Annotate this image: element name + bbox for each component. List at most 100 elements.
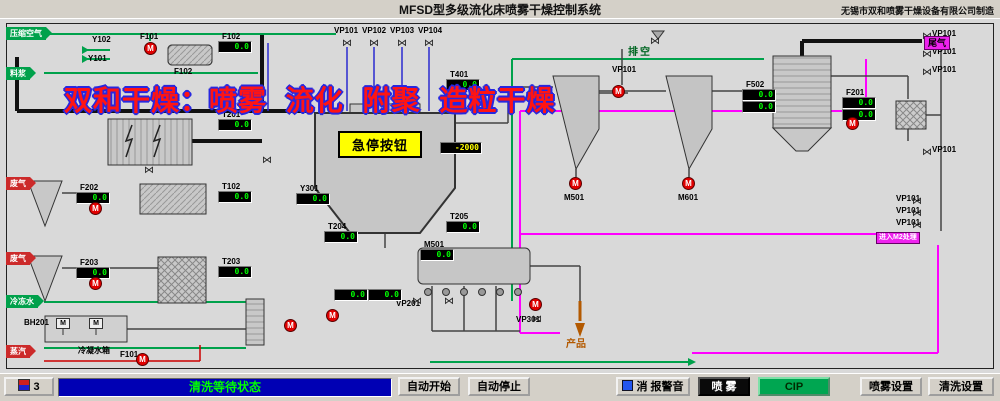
cyclone-1 bbox=[552, 75, 600, 171]
spray-button[interactable]: 喷 雾 bbox=[698, 377, 750, 396]
relief-valve-icon bbox=[651, 30, 665, 40]
valve-icon[interactable]: ⋈ bbox=[397, 38, 407, 49]
value-display[interactable]: 0.0 bbox=[742, 89, 776, 101]
value-display[interactable]: 0.0 bbox=[218, 266, 252, 278]
agitator-icon[interactable]: M bbox=[89, 318, 103, 329]
auto-stop-button[interactable]: 自动停止 bbox=[468, 377, 530, 396]
alarm-icon bbox=[622, 380, 634, 391]
spray-settings-button[interactable]: 喷雾设置 bbox=[860, 377, 922, 396]
motor-icon[interactable]: M bbox=[612, 85, 625, 98]
valve-icon[interactable]: ⋈ bbox=[369, 38, 379, 49]
motor-icon[interactable]: M bbox=[846, 117, 859, 130]
display-tag: T201 bbox=[222, 110, 241, 119]
flow-label: 压缩空气 bbox=[6, 27, 52, 40]
motor-icon[interactable]: M bbox=[144, 42, 157, 55]
lightning-icon bbox=[152, 124, 162, 158]
motor-icon[interactable]: M bbox=[569, 177, 582, 190]
display-tag: F502 bbox=[746, 80, 765, 89]
valve-icon[interactable]: ⋈ bbox=[922, 147, 932, 158]
valve-icon[interactable]: ⋈ bbox=[444, 296, 454, 307]
value-display[interactable]: 0.0 bbox=[368, 289, 402, 301]
valve-icon[interactable]: ⋈ bbox=[650, 36, 660, 47]
flow-label: 废气 bbox=[6, 177, 36, 190]
valve-icon[interactable]: ⋈ bbox=[412, 296, 422, 307]
clean-settings-button[interactable]: 清洗设置 bbox=[928, 377, 994, 396]
value-display[interactable]: 0.0 bbox=[420, 249, 454, 261]
flow-label: 蒸汽 bbox=[6, 345, 36, 358]
motor-icon[interactable]: M bbox=[326, 309, 339, 322]
valve-icon[interactable]: ⋈ bbox=[342, 38, 352, 49]
value-display[interactable]: 0.0 bbox=[742, 101, 776, 113]
value-display[interactable]: 0.0 bbox=[296, 193, 330, 205]
value-display[interactable]: 0.0 bbox=[334, 289, 368, 301]
flow-label: 冷冻水 bbox=[6, 295, 44, 308]
value-display[interactable]: 0.0 bbox=[842, 97, 876, 109]
value-display[interactable]: 0.0 bbox=[218, 191, 252, 203]
valve-icon[interactable]: ⋈ bbox=[912, 220, 922, 231]
misc-label: 产品 bbox=[566, 339, 586, 350]
page-icon bbox=[18, 379, 31, 391]
misc-label: 进入M2处理 bbox=[876, 232, 920, 244]
display-tag: M501 bbox=[424, 240, 445, 249]
equipment-tag: F101 bbox=[140, 32, 159, 41]
value-display[interactable]: 0.0 bbox=[218, 119, 252, 131]
air-duct-pipe bbox=[15, 35, 922, 143]
valve-icon[interactable]: ⋈ bbox=[922, 49, 932, 60]
valve-icon[interactable]: ⋈ bbox=[424, 38, 434, 49]
auto-start-button[interactable]: 自动开始 bbox=[398, 377, 460, 396]
valve-icon[interactable]: ⋈ bbox=[922, 67, 932, 78]
display-tag: F201 bbox=[846, 88, 865, 97]
diagram-frame bbox=[6, 23, 994, 369]
motor-icon[interactable]: M bbox=[682, 177, 695, 190]
flow-label: 料浆 bbox=[6, 67, 36, 80]
equipment-tag: VP201 bbox=[396, 299, 421, 308]
motor-icon[interactable]: M bbox=[136, 353, 149, 366]
motor-icon[interactable]: M bbox=[284, 319, 297, 332]
display-tag: T102 bbox=[222, 182, 241, 191]
valve-icon[interactable]: ⋈ bbox=[912, 196, 922, 207]
display-tag: F203 bbox=[80, 258, 99, 267]
cyclone-2 bbox=[665, 75, 713, 171]
equipment-tag: F101 bbox=[120, 350, 139, 359]
vendor-watermark: 双和干燥：喷雾 流化 附聚 造粒干燥 bbox=[64, 85, 556, 116]
value-display[interactable]: 0.0 bbox=[218, 41, 252, 53]
page-select-button[interactable]: 3 bbox=[4, 377, 54, 396]
bottom-toolbar: 3 清洗等待状态 自动开始 自动停止 消 报警音 喷 雾 CIP 喷雾设置 清洗… bbox=[0, 373, 1000, 400]
manufacturer-label: 无锡市双和喷雾干燥设备有限公司制造 bbox=[840, 6, 994, 16]
valve-icon[interactable]: ⋈ bbox=[912, 208, 922, 219]
display-tag: Y301 bbox=[300, 184, 319, 193]
motor-icon[interactable]: M bbox=[89, 202, 102, 215]
value-display[interactable]: 0.0 bbox=[446, 79, 480, 91]
mute-alarm-button[interactable]: 消 报警音 bbox=[616, 377, 690, 396]
valve-icon[interactable]: ⋈ bbox=[144, 165, 154, 176]
equipment-tag: VP101 bbox=[896, 194, 921, 203]
display-tag: T203 bbox=[222, 257, 241, 266]
agitator-icon[interactable]: M bbox=[56, 318, 70, 329]
equipment-tag: VP104 bbox=[418, 26, 443, 35]
display-tag: F202 bbox=[80, 183, 99, 192]
display-tag: T401 bbox=[450, 70, 469, 79]
motor-icon[interactable]: M bbox=[89, 277, 102, 290]
cip-button[interactable]: CIP bbox=[758, 377, 830, 396]
blue-pipe bbox=[267, 43, 430, 111]
value-display[interactable]: 0.0 bbox=[324, 231, 358, 243]
scrubber-cone bbox=[771, 127, 833, 152]
flow-label: 废气 bbox=[6, 252, 36, 265]
display-tag: T205 bbox=[450, 212, 469, 221]
status-bar: 清洗等待状态 bbox=[58, 378, 392, 397]
agitator-shaft bbox=[62, 329, 97, 335]
equipment-tag: VP101 bbox=[896, 218, 921, 227]
valve-icon[interactable]: ⋈ bbox=[532, 314, 542, 325]
equipment-tag: VP101 bbox=[612, 65, 637, 74]
equipment-tag: M501 bbox=[564, 193, 585, 202]
valve-icon[interactable]: ⋈ bbox=[262, 155, 272, 166]
lightning-icon bbox=[124, 124, 134, 158]
green-arrow bbox=[688, 358, 696, 366]
emergency-stop-button[interactable]: 急停按钮 bbox=[338, 131, 422, 158]
value-display[interactable]: -2000 bbox=[440, 142, 482, 154]
value-display[interactable]: 0.0 bbox=[446, 221, 480, 233]
equipment-tag: F102 bbox=[174, 67, 193, 76]
motor-icon[interactable]: M bbox=[529, 298, 542, 311]
equipment-tag: VP101 bbox=[932, 47, 957, 56]
